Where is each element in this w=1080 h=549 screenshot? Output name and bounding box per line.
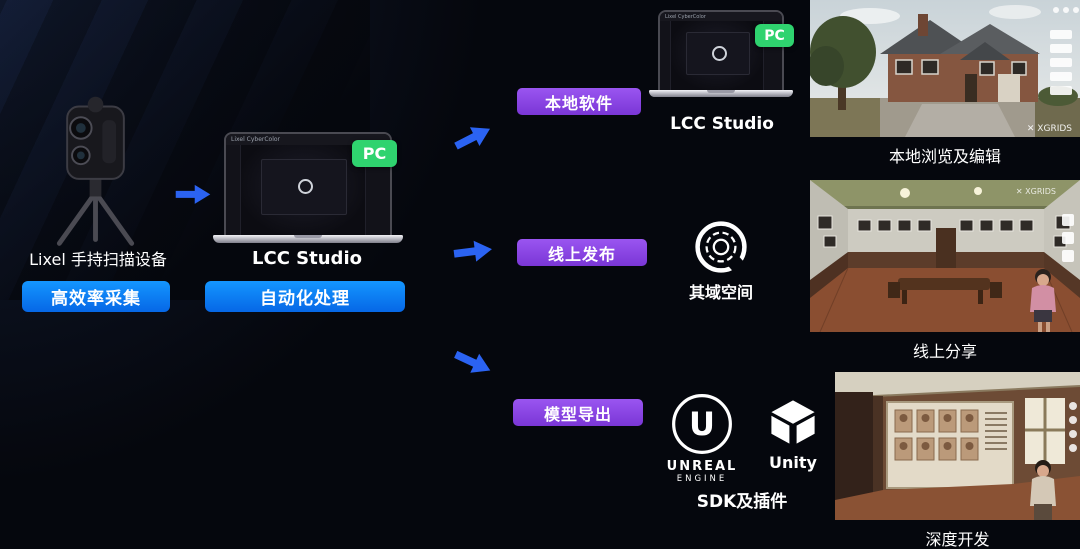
capture-badge: 高效率采集 <box>22 281 170 312</box>
laptop-screen: Lixel CyberColor <box>658 10 784 90</box>
local-software-badge: 本地软件 <box>517 88 641 115</box>
studio-laptop-illustration: Lixel CyberColor <box>213 132 403 243</box>
arrow-branch-bottom-icon <box>454 350 491 373</box>
lcc-studio-label: LCC Studio <box>670 114 774 134</box>
deep-dev-screenshot <box>835 372 1080 520</box>
laptop-screen: Lixel CyberColor <box>224 132 392 235</box>
laptop-app-viewport <box>241 145 365 235</box>
scanner-label: Lixel 手持扫描设备 <box>29 250 167 269</box>
laptop-base <box>649 90 793 97</box>
sdk-plugin-label: SDK及插件 <box>696 492 788 512</box>
studio-label: LCC Studio <box>252 248 362 269</box>
unity-wordmark: Unity <box>769 453 817 472</box>
avatar-figure <box>1030 269 1056 332</box>
arrow-scan-to-studio-icon <box>175 184 211 204</box>
unreal-wordmark: UNREAL <box>666 459 738 474</box>
arrow-branch-top-icon <box>454 127 491 150</box>
viewer-toolbar-icons <box>1062 214 1074 262</box>
local-edit-caption: 本地浏览及编辑 <box>888 147 1001 166</box>
qiyu-space-label: 其域空间 <box>688 283 753 302</box>
laptop-app-title: Lixel CyberColor <box>665 13 706 20</box>
laptop-scene-thumbnail <box>260 159 348 216</box>
lcc-studio-thumb-laptop: Lixel CyberColor <box>649 10 793 97</box>
online-share-caption: 线上分享 <box>912 342 977 361</box>
laptop-app-titlebar: Lixel CyberColor <box>226 134 390 145</box>
laptop-app-titlebar: Lixel CyberColor <box>660 12 782 21</box>
local-edit-screenshot: ✕ XGRIDS <box>810 0 1080 137</box>
online-share-screenshot: ✕ XGRIDS <box>810 180 1080 332</box>
unreal-engine-logo: U <box>672 394 732 454</box>
qiyu-space-logo <box>695 221 747 273</box>
laptop-scene-thumbnail <box>685 32 751 76</box>
online-publish-badge: 线上发布 <box>517 239 647 266</box>
pc-badge: PC <box>755 24 794 47</box>
unity-logo <box>771 400 815 444</box>
laptop-app-left-panel <box>226 145 241 235</box>
engine-wordmark: ENGINE <box>676 474 728 484</box>
process-badge: 自动化处理 <box>205 281 405 312</box>
laptop-app-left-panel <box>660 21 671 90</box>
unreal-u-glyph: U <box>689 405 715 443</box>
handheld-scanner-illustration <box>56 96 135 246</box>
wall-picture-frames <box>817 215 1071 248</box>
xgrids-watermark: ✕ XGRIDS <box>1016 187 1056 196</box>
model-export-badge: 模型导出 <box>513 399 643 426</box>
xgrids-watermark: ✕ XGRIDS <box>1027 124 1072 134</box>
viewer-toolbar-icons <box>1069 402 1077 452</box>
portrait-board <box>894 409 979 461</box>
laptop-app-viewport <box>671 21 763 90</box>
arrow-branch-middle-icon <box>453 240 492 262</box>
laptop-app-title: Lixel CyberColor <box>231 136 281 143</box>
viewer-top-icons <box>1053 7 1079 13</box>
avatar-figure <box>1030 460 1056 520</box>
deep-dev-caption: 深度开发 <box>925 530 990 549</box>
pc-badge: PC <box>352 140 397 167</box>
laptop-base <box>213 235 403 243</box>
viewer-toolbar-icons <box>1050 30 1072 95</box>
